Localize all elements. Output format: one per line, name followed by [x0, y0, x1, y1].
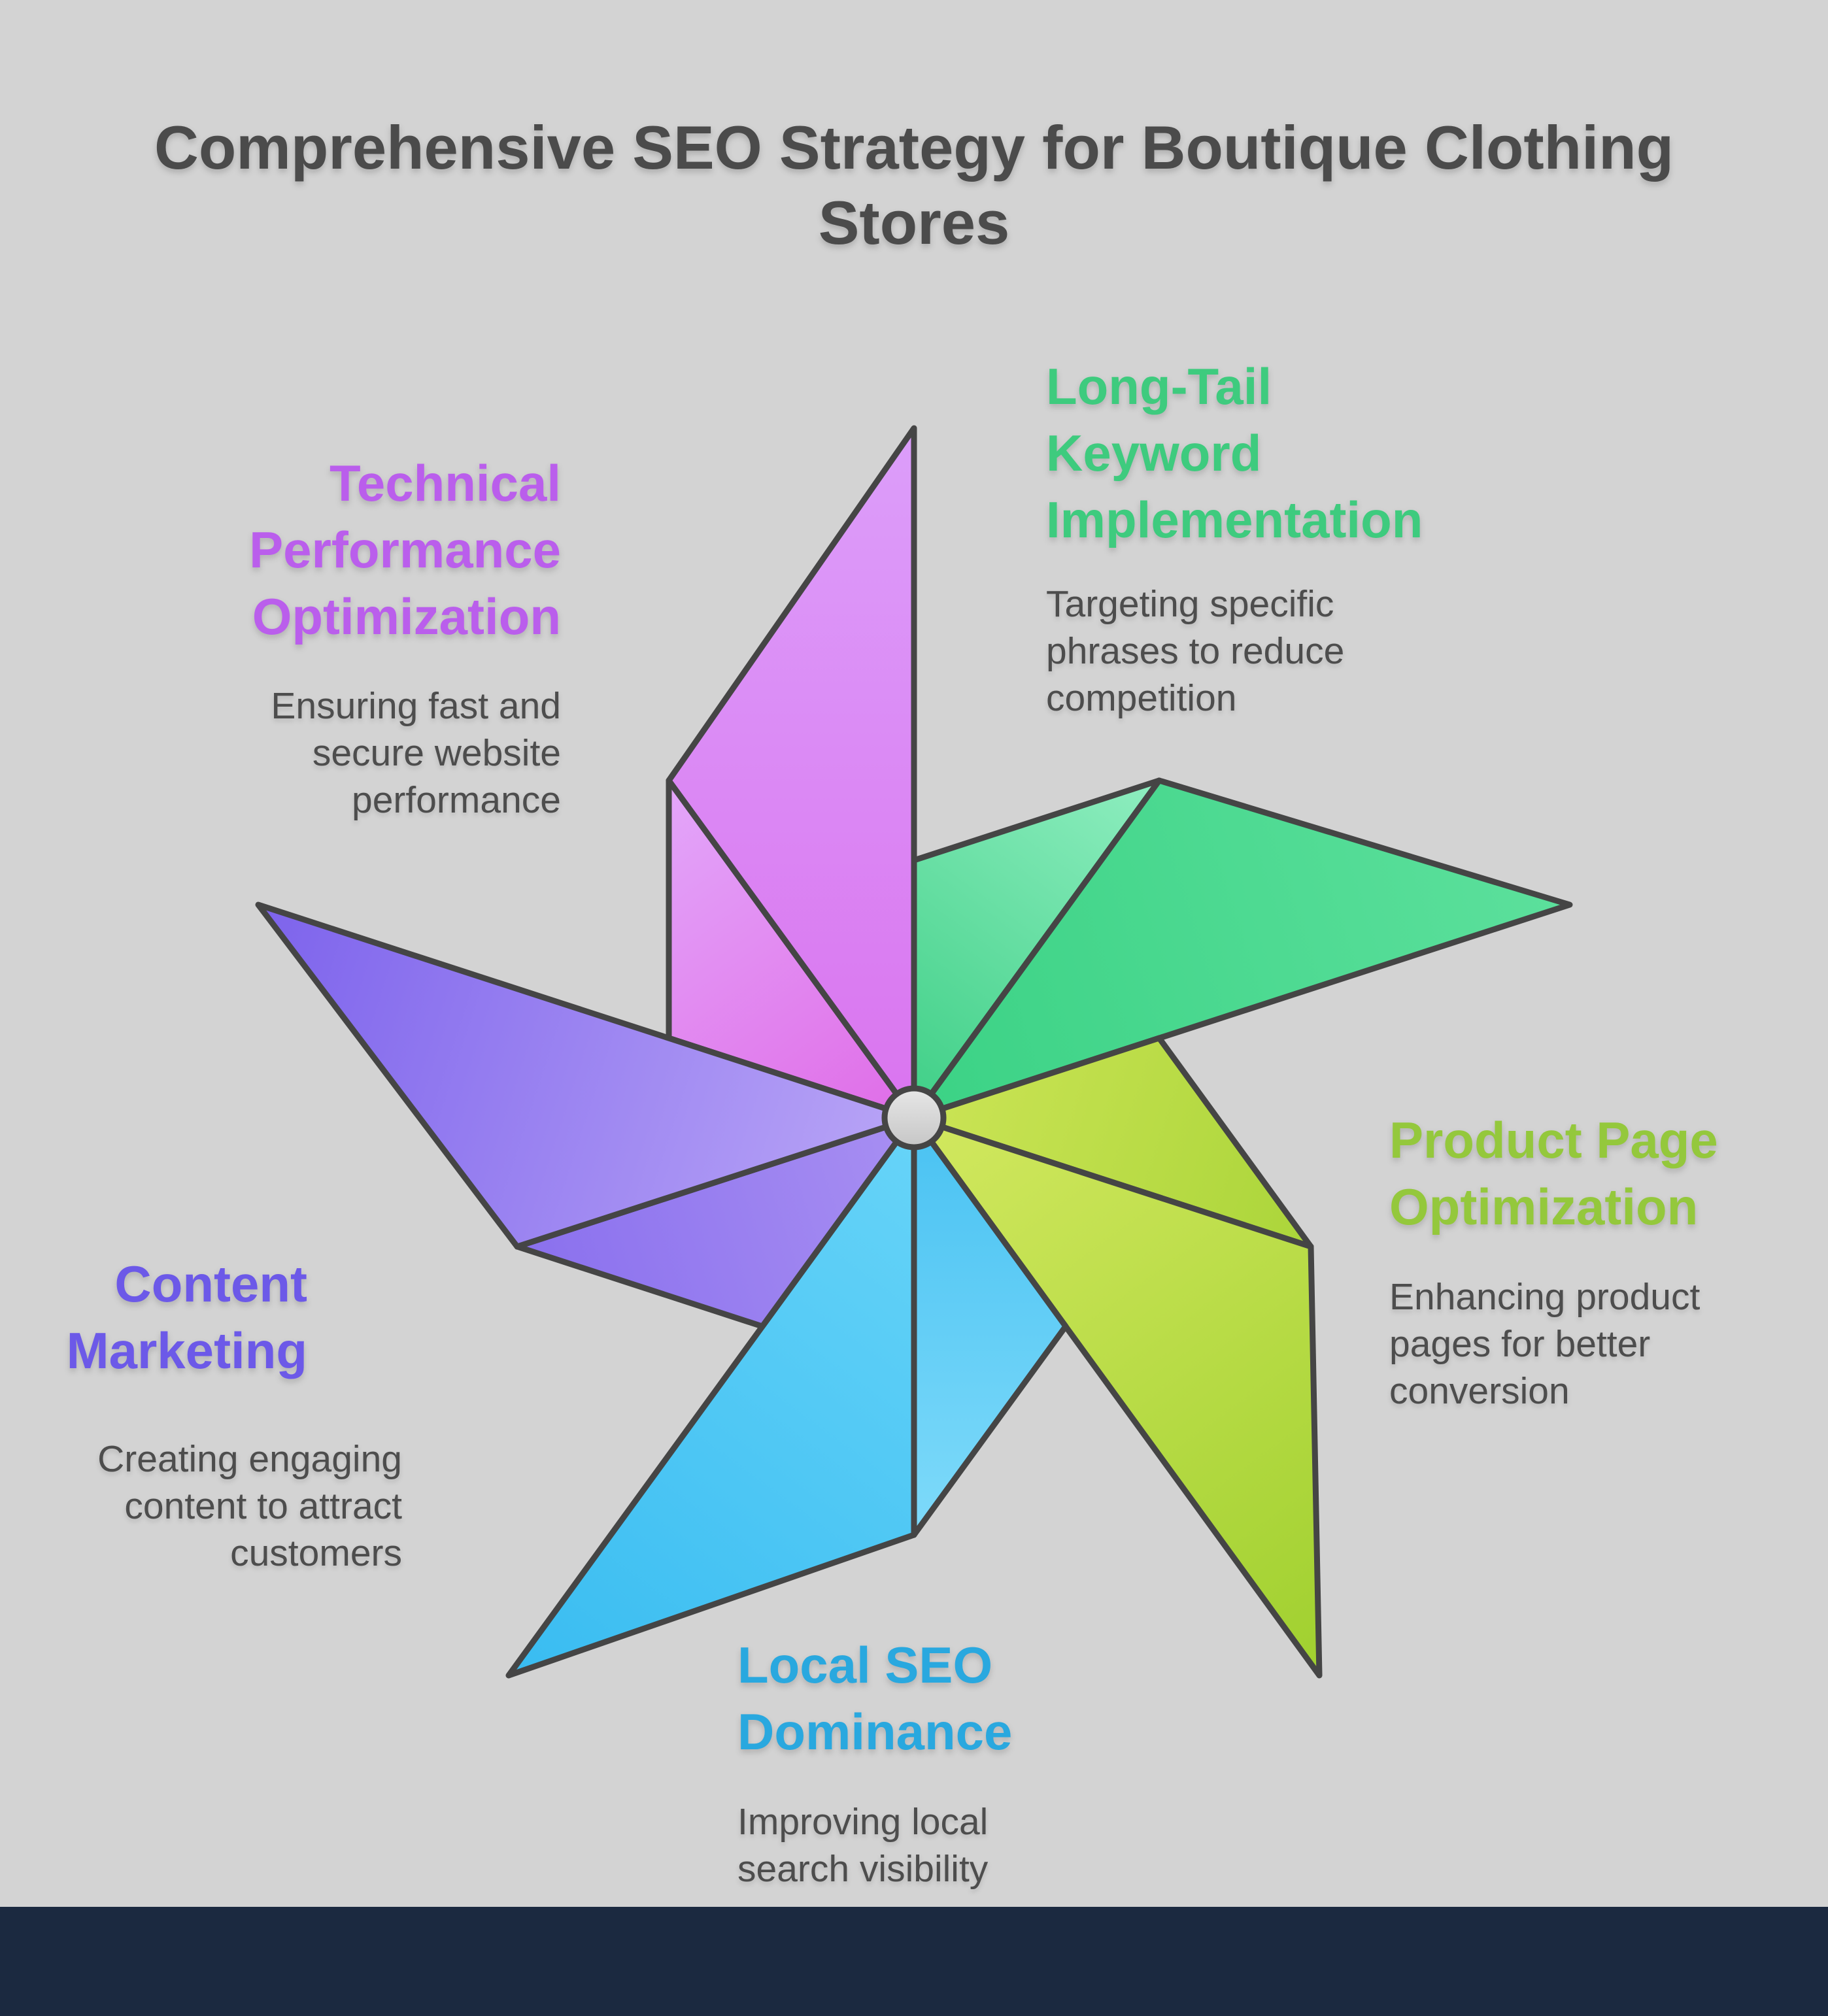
blade-content-purple-sail	[255, 901, 917, 1250]
section-description: Creating engaging content to attract cus…	[97, 1438, 402, 1574]
section-description: Enhancing product pages for better conve…	[1389, 1276, 1701, 1412]
page-title: Comprehensive SEO Strategy for Boutique …	[154, 113, 1674, 257]
section-heading: Local SEO Dominance	[737, 1636, 1013, 1760]
section-heading: Long-Tail Keyword Implementation	[1046, 358, 1423, 548]
blade-longtail-green-sail	[911, 777, 1573, 1121]
pinwheel-hub	[881, 1085, 947, 1151]
section-heading: Product Page Optimization	[1389, 1111, 1718, 1235]
section-heading: Content Marketing	[66, 1255, 307, 1379]
section-heading: Technical Performance Optimization	[249, 454, 561, 645]
footer-bar	[0, 1907, 1828, 2016]
section-description: Improving local search visibility	[737, 1801, 989, 1890]
section-description: Ensuring fast and secure website perform…	[271, 685, 561, 821]
section-description: Targeting specific phrases to reduce com…	[1046, 583, 1345, 719]
blade-technical-magenta-sail	[666, 425, 917, 1121]
pinwheel-blades	[255, 425, 1573, 1679]
